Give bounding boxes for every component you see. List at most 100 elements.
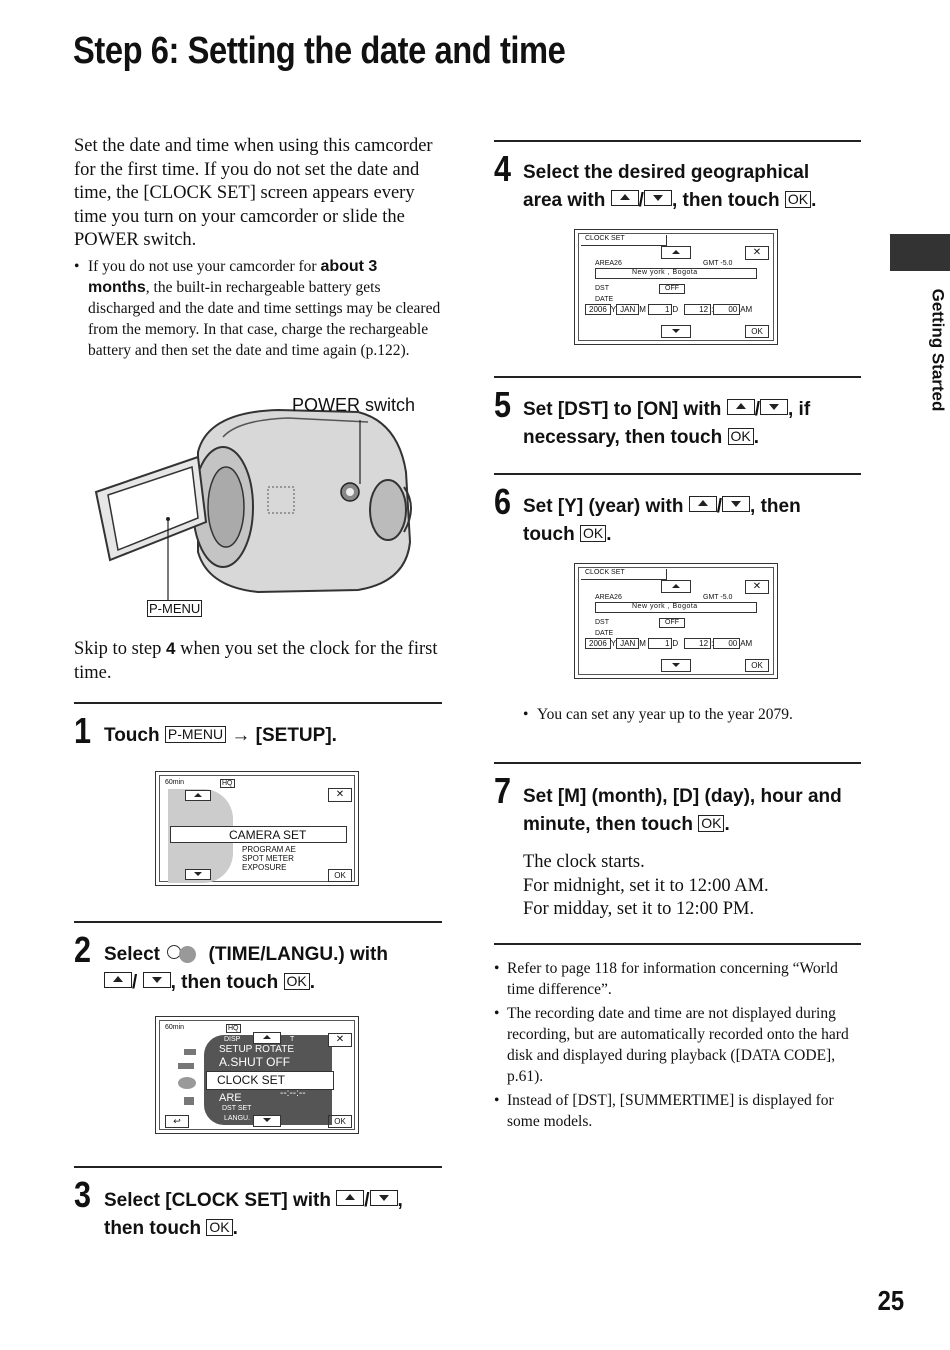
dst-value[interactable]: OFF [659, 618, 685, 628]
close-icon[interactable]: ✕ [328, 788, 352, 802]
down-arrow-icon [722, 496, 751, 512]
step-text: Set [M] (month), [D] (day), hour and [523, 786, 842, 807]
down-arrow-icon [369, 1190, 398, 1206]
up-arrow-button[interactable] [661, 580, 691, 593]
menu-item[interactable]: DST SET [222, 1105, 252, 1112]
close-icon[interactable]: ✕ [328, 1033, 352, 1047]
submenu-item: SPOT METER [242, 854, 294, 863]
period: . [724, 814, 730, 835]
camcorder-illustration [94, 408, 412, 600]
intro-bullet: • If you do not use your camcorder for a… [74, 257, 441, 359]
camera-set-row[interactable]: CAMERA SET [170, 826, 347, 843]
up-arrow-button[interactable] [253, 1032, 281, 1044]
menu-item[interactable]: SETUP ROTATE [219, 1044, 295, 1055]
close-icon[interactable]: ✕ [745, 580, 769, 594]
up-arrow-icon [610, 190, 639, 206]
step-text: Select [104, 944, 166, 965]
day-field[interactable]: 1 [647, 304, 673, 315]
clock-set-row[interactable]: CLOCK SET [206, 1071, 334, 1090]
step-2-number: 2 [74, 929, 92, 970]
divider [494, 140, 861, 142]
body-line: For midday, set it to 12:00 PM. [523, 899, 755, 919]
up-arrow-icon [336, 1190, 365, 1206]
menu-item[interactable]: A.SHUT OFF [219, 1055, 291, 1069]
intro-section: Set the date and time when using this ca… [74, 135, 442, 361]
ok-glyph: OK [580, 525, 607, 542]
separator: / [364, 1190, 370, 1211]
divider [74, 921, 442, 923]
divider [494, 473, 861, 475]
menu-item[interactable]: ARE [219, 1092, 242, 1104]
ok-button[interactable]: OK [328, 869, 352, 882]
skip-text: Skip to step [74, 639, 166, 659]
step-text-2: , [397, 1190, 403, 1211]
month-unit: M [639, 639, 646, 648]
side-icons [168, 1049, 198, 1109]
year-field[interactable]: 2006 [585, 638, 611, 649]
day-field[interactable]: 1 [647, 638, 673, 649]
time-colon: : [711, 639, 714, 648]
city-field[interactable]: New york , Bogota [595, 602, 757, 613]
step-5-text: Set [DST] to [ON] with /, if necessary, … [523, 396, 868, 452]
day-unit: D [672, 639, 679, 648]
year-field[interactable]: 2006 [585, 304, 611, 315]
hour-field[interactable]: 12 [684, 638, 712, 649]
up-arrow-icon [688, 496, 717, 512]
submenu-item: PROGRAM AE [242, 845, 296, 854]
step-7-number: 7 [494, 770, 512, 811]
year-unit: Y [610, 305, 617, 314]
ok-button[interactable]: OK [328, 1115, 352, 1128]
note-text: Instead of [DST], [SUMMERTIME] is displa… [507, 1092, 834, 1130]
ok-button[interactable]: OK [745, 325, 769, 338]
step-text-3: , then touch [170, 972, 284, 993]
ok-button[interactable]: OK [745, 659, 769, 672]
clock-set-screen-2: CLOCK SET ✕ AREA26 GMT -5.0 New york , B… [574, 563, 778, 679]
dst-value[interactable]: OFF [659, 284, 685, 294]
down-arrow-icon [643, 190, 672, 206]
step-6-number: 6 [494, 481, 512, 522]
step-2-text: Select (TIME/LANGU.) with / , then touch… [104, 941, 444, 997]
month-field[interactable]: JAN [616, 304, 640, 315]
ampm-label: AM [740, 305, 753, 314]
down-arrow-button[interactable] [661, 325, 691, 338]
step-1-text: Touch P-MENU → [SETUP]. [104, 722, 337, 750]
minute-field[interactable]: 00 [713, 304, 741, 315]
separator: / [754, 399, 760, 420]
note-text: The recording date and time are not disp… [507, 1005, 849, 1085]
note-item: •The recording date and time are not dis… [494, 1003, 864, 1087]
battery-indicator: 60min [165, 1024, 185, 1031]
date-label: DATE [595, 296, 614, 303]
up-arrow-button[interactable] [661, 246, 691, 259]
notes-list: •Refer to page 118 for information conce… [494, 958, 864, 1132]
time-langu-screen: 60min HQ DISP T ✕ SETUP ROTATE A.SHUT OF… [155, 1016, 359, 1134]
area-label: AREA26 [595, 260, 622, 267]
month-field[interactable]: JAN [616, 638, 640, 649]
up-arrow-button[interactable] [185, 790, 211, 801]
power-switch-label: POWER switch [292, 395, 416, 415]
step-7-body: The clock starts. For midnight, set it t… [523, 851, 863, 922]
city-field[interactable]: New york , Bogota [595, 268, 757, 279]
down-arrow-button[interactable] [253, 1115, 281, 1127]
menu-item[interactable]: LANGU. [224, 1115, 251, 1122]
down-arrow-button[interactable] [185, 869, 211, 880]
minute-field[interactable]: 00 [713, 638, 741, 649]
clock-globe-icon [165, 943, 203, 963]
clock-set-label: CLOCK SET [217, 1073, 286, 1087]
return-icon[interactable]: ↩ [165, 1115, 189, 1128]
hq-badge: HQ [220, 779, 235, 788]
city-value: New york , Bogota [632, 269, 698, 276]
dst-label: DST [595, 619, 609, 626]
hour-field[interactable]: 12 [684, 304, 712, 315]
divider [74, 702, 442, 704]
separator: / [638, 190, 644, 211]
ok-glyph: OK [698, 815, 725, 832]
year-note-text: You can set any year up to the year 2079… [537, 706, 793, 723]
step-text: Set [DST] to [ON] with [523, 399, 727, 420]
close-icon[interactable]: ✕ [745, 246, 769, 260]
down-arrow-button[interactable] [661, 659, 691, 672]
step-7-text: Set [M] (month), [D] (day), hour and min… [523, 783, 868, 839]
section-tab [890, 234, 950, 271]
note-text: Refer to page 118 for information concer… [507, 960, 838, 998]
step-text-2: area with [523, 190, 611, 211]
